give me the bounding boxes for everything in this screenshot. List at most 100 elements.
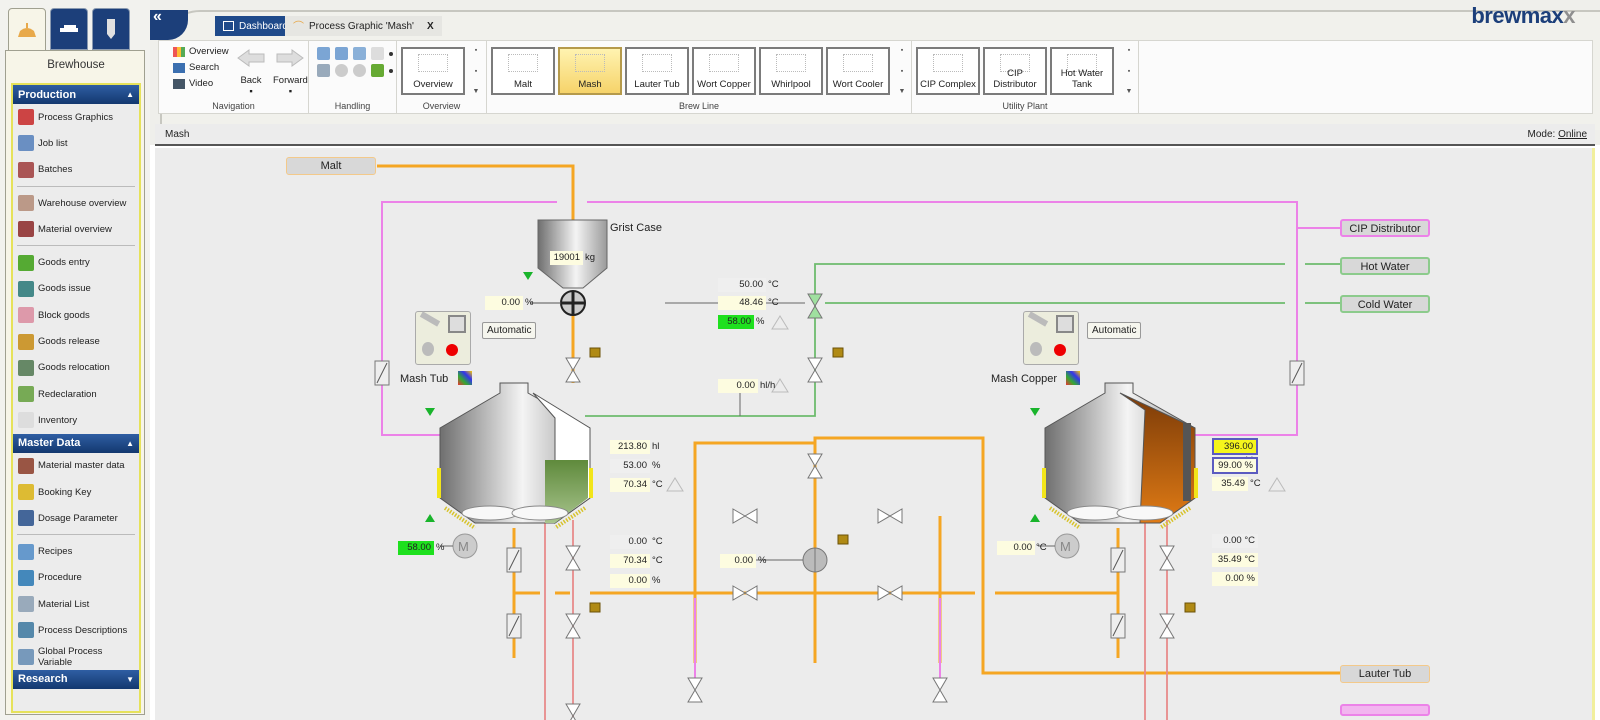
ribbon-thumb-malt[interactable]: Malt	[491, 47, 555, 95]
expand-icon[interactable]: ▼	[126, 674, 134, 684]
mash-tub-vessel[interactable]	[437, 382, 593, 530]
agitator-motor-mash-tub[interactable]: M	[452, 533, 478, 559]
sidebar-item-job-list[interactable]: Job list	[13, 130, 139, 156]
ribbon-thumb-wort-copper[interactable]: Wort Copper	[692, 47, 756, 95]
sidebar-item-label: Booking Key	[38, 486, 92, 498]
valve-icon[interactable]	[932, 677, 948, 703]
more-dot-2[interactable]	[389, 69, 393, 73]
table-icon[interactable]	[317, 64, 330, 77]
ribbon-thumb-mash[interactable]: Mash	[558, 47, 622, 95]
tab-process-graphic-mash[interactable]: ⌒ Process Graphic 'Mash' X	[285, 16, 442, 36]
mode-online-link[interactable]: Online	[1558, 129, 1587, 140]
cip-distributor-button[interactable]: CIP Distributor	[1340, 219, 1430, 237]
ribbon-thumb-lauter-tub[interactable]: Lauter Tub	[625, 47, 689, 95]
sidebar-item-procedure[interactable]: Procedure	[13, 565, 139, 591]
close-tab-button[interactable]: X	[426, 20, 434, 32]
lauter-tub-button[interactable]: Lauter Tub	[1340, 665, 1430, 683]
valve-icon[interactable]	[807, 293, 823, 319]
search-link[interactable]: Search	[173, 62, 229, 73]
graphic-preview-icon	[776, 54, 806, 72]
sequence-icon[interactable]	[1066, 371, 1080, 385]
cip-return-button[interactable]	[1340, 704, 1430, 716]
refresh-icon[interactable]	[353, 64, 366, 77]
collapse-icon[interactable]: ▲	[126, 438, 134, 448]
sidebar-item-warehouse-overview[interactable]: Warehouse overview	[13, 190, 139, 216]
area-tab-brewhouse[interactable]	[8, 8, 46, 52]
sidebar-item-recipes[interactable]: Recipes	[13, 538, 139, 564]
agitator-motor-mash-copper[interactable]: M	[1054, 533, 1080, 559]
sidebar-item-dosage-parameter[interactable]: Dosage Parameter	[13, 505, 139, 531]
graphic-preview-icon	[1067, 54, 1097, 72]
ribbon-thumb-cip-complex[interactable]: CIP Complex	[916, 47, 980, 95]
valve-icon[interactable]	[687, 677, 703, 703]
ribbon-thumb-wort-cooler[interactable]: Wort Cooler	[826, 47, 890, 95]
overview-link[interactable]: Overview	[173, 46, 229, 57]
valve-icon[interactable]	[877, 585, 903, 601]
sidebar-item-global-process-variable[interactable]: Global Process Variable	[13, 644, 139, 670]
overview-scroll[interactable]: ▪▪▼	[472, 47, 480, 95]
ribbon-thumb-hot-water-tank[interactable]: Hot Water Tank	[1050, 47, 1114, 95]
warning-icon[interactable]	[771, 378, 789, 393]
mash-tub-mode-button[interactable]: Automatic	[482, 322, 537, 339]
transfer-pump[interactable]	[802, 547, 828, 573]
sidebar-item-process-graphics[interactable]: Process Graphics	[13, 104, 139, 130]
sidebar-item-booking-key[interactable]: Booking Key	[13, 479, 139, 505]
handling-tool-3-icon[interactable]	[353, 47, 366, 60]
sidebar-item-goods-release[interactable]: Goods release	[13, 328, 139, 354]
area-tab-tank[interactable]	[92, 8, 130, 50]
sidebar-item-inventory[interactable]: Inventory	[13, 407, 139, 433]
cold-water-button[interactable]: Cold Water	[1340, 295, 1430, 313]
malt-source-button[interactable]: Malt	[286, 157, 376, 175]
overview-thumb[interactable]: Overview	[401, 47, 465, 95]
valve-icon[interactable]	[565, 357, 581, 383]
warning-icon[interactable]	[1268, 477, 1286, 492]
back-button[interactable]: Back▪	[237, 49, 265, 97]
valve-icon[interactable]	[732, 585, 758, 601]
thumbs-up-icon[interactable]	[371, 64, 384, 77]
mash-copper-mode-button[interactable]: Automatic	[1087, 322, 1142, 339]
water-flow-unit: hl/h	[760, 380, 776, 391]
valve-icon[interactable]	[1159, 545, 1175, 571]
valve-icon[interactable]	[565, 613, 581, 639]
video-link[interactable]: Video	[173, 78, 229, 89]
check-icon[interactable]	[335, 64, 348, 77]
sidebar-item-goods-issue[interactable]: Goods issue	[13, 276, 139, 302]
collapse-icon[interactable]: ▲	[126, 90, 134, 99]
valve-icon[interactable]	[565, 703, 581, 720]
sidebar-item-goods-entry[interactable]: Goods entry	[13, 249, 139, 275]
sidebar-item-redeclaration[interactable]: Redeclaration	[13, 381, 139, 407]
sidebar-item-block-goods[interactable]: Block goods	[13, 302, 139, 328]
mash-tub-faceplate[interactable]	[415, 311, 471, 365]
section-master-data[interactable]: Master Data▲	[13, 433, 139, 453]
valve-icon[interactable]	[1159, 613, 1175, 639]
hot-water-button[interactable]: Hot Water	[1340, 257, 1430, 275]
sidebar-item-process-descriptions[interactable]: Process Descriptions	[13, 617, 139, 643]
ribbon-thumb-cip-distributor[interactable]: CIP Distributor	[983, 47, 1047, 95]
warning-icon[interactable]	[666, 477, 684, 492]
sidebar-item-material-overview[interactable]: Material overview	[13, 216, 139, 242]
handling-tool-1-icon[interactable]	[317, 47, 330, 60]
mash-copper-faceplate[interactable]	[1023, 311, 1079, 365]
forward-button[interactable]: Forward▪	[273, 49, 308, 97]
mash-copper-vessel[interactable]	[1042, 382, 1198, 530]
sidebar-item-batches[interactable]: Batches	[13, 157, 139, 183]
section-research[interactable]: Research▼	[13, 669, 139, 689]
sidebar-item-material-list[interactable]: Material List	[13, 591, 139, 617]
sequence-icon[interactable]	[458, 371, 472, 385]
more-dot[interactable]	[389, 52, 393, 56]
sidebar-item-material-master-data[interactable]: Material master data	[13, 453, 139, 479]
utility-scroll[interactable]: ▪▪▼	[1125, 47, 1133, 95]
valve-icon[interactable]	[732, 508, 758, 524]
ribbon-thumb-whirlpool[interactable]: Whirlpool	[759, 47, 823, 95]
valve-icon[interactable]	[565, 545, 581, 571]
valve-icon[interactable]	[877, 508, 903, 524]
section-production[interactable]: Production▲	[13, 85, 139, 104]
area-tab-filter[interactable]	[50, 8, 88, 50]
valve-icon[interactable]	[807, 453, 823, 479]
sidebar-item-goods-relocation[interactable]: Goods relocation	[13, 355, 139, 381]
brew-line-scroll[interactable]: ▪▪▼	[898, 47, 906, 95]
comment-icon[interactable]	[371, 47, 384, 60]
handling-tool-2-icon[interactable]	[335, 47, 348, 60]
warning-icon[interactable]	[771, 315, 789, 330]
valve-icon[interactable]	[807, 357, 823, 383]
